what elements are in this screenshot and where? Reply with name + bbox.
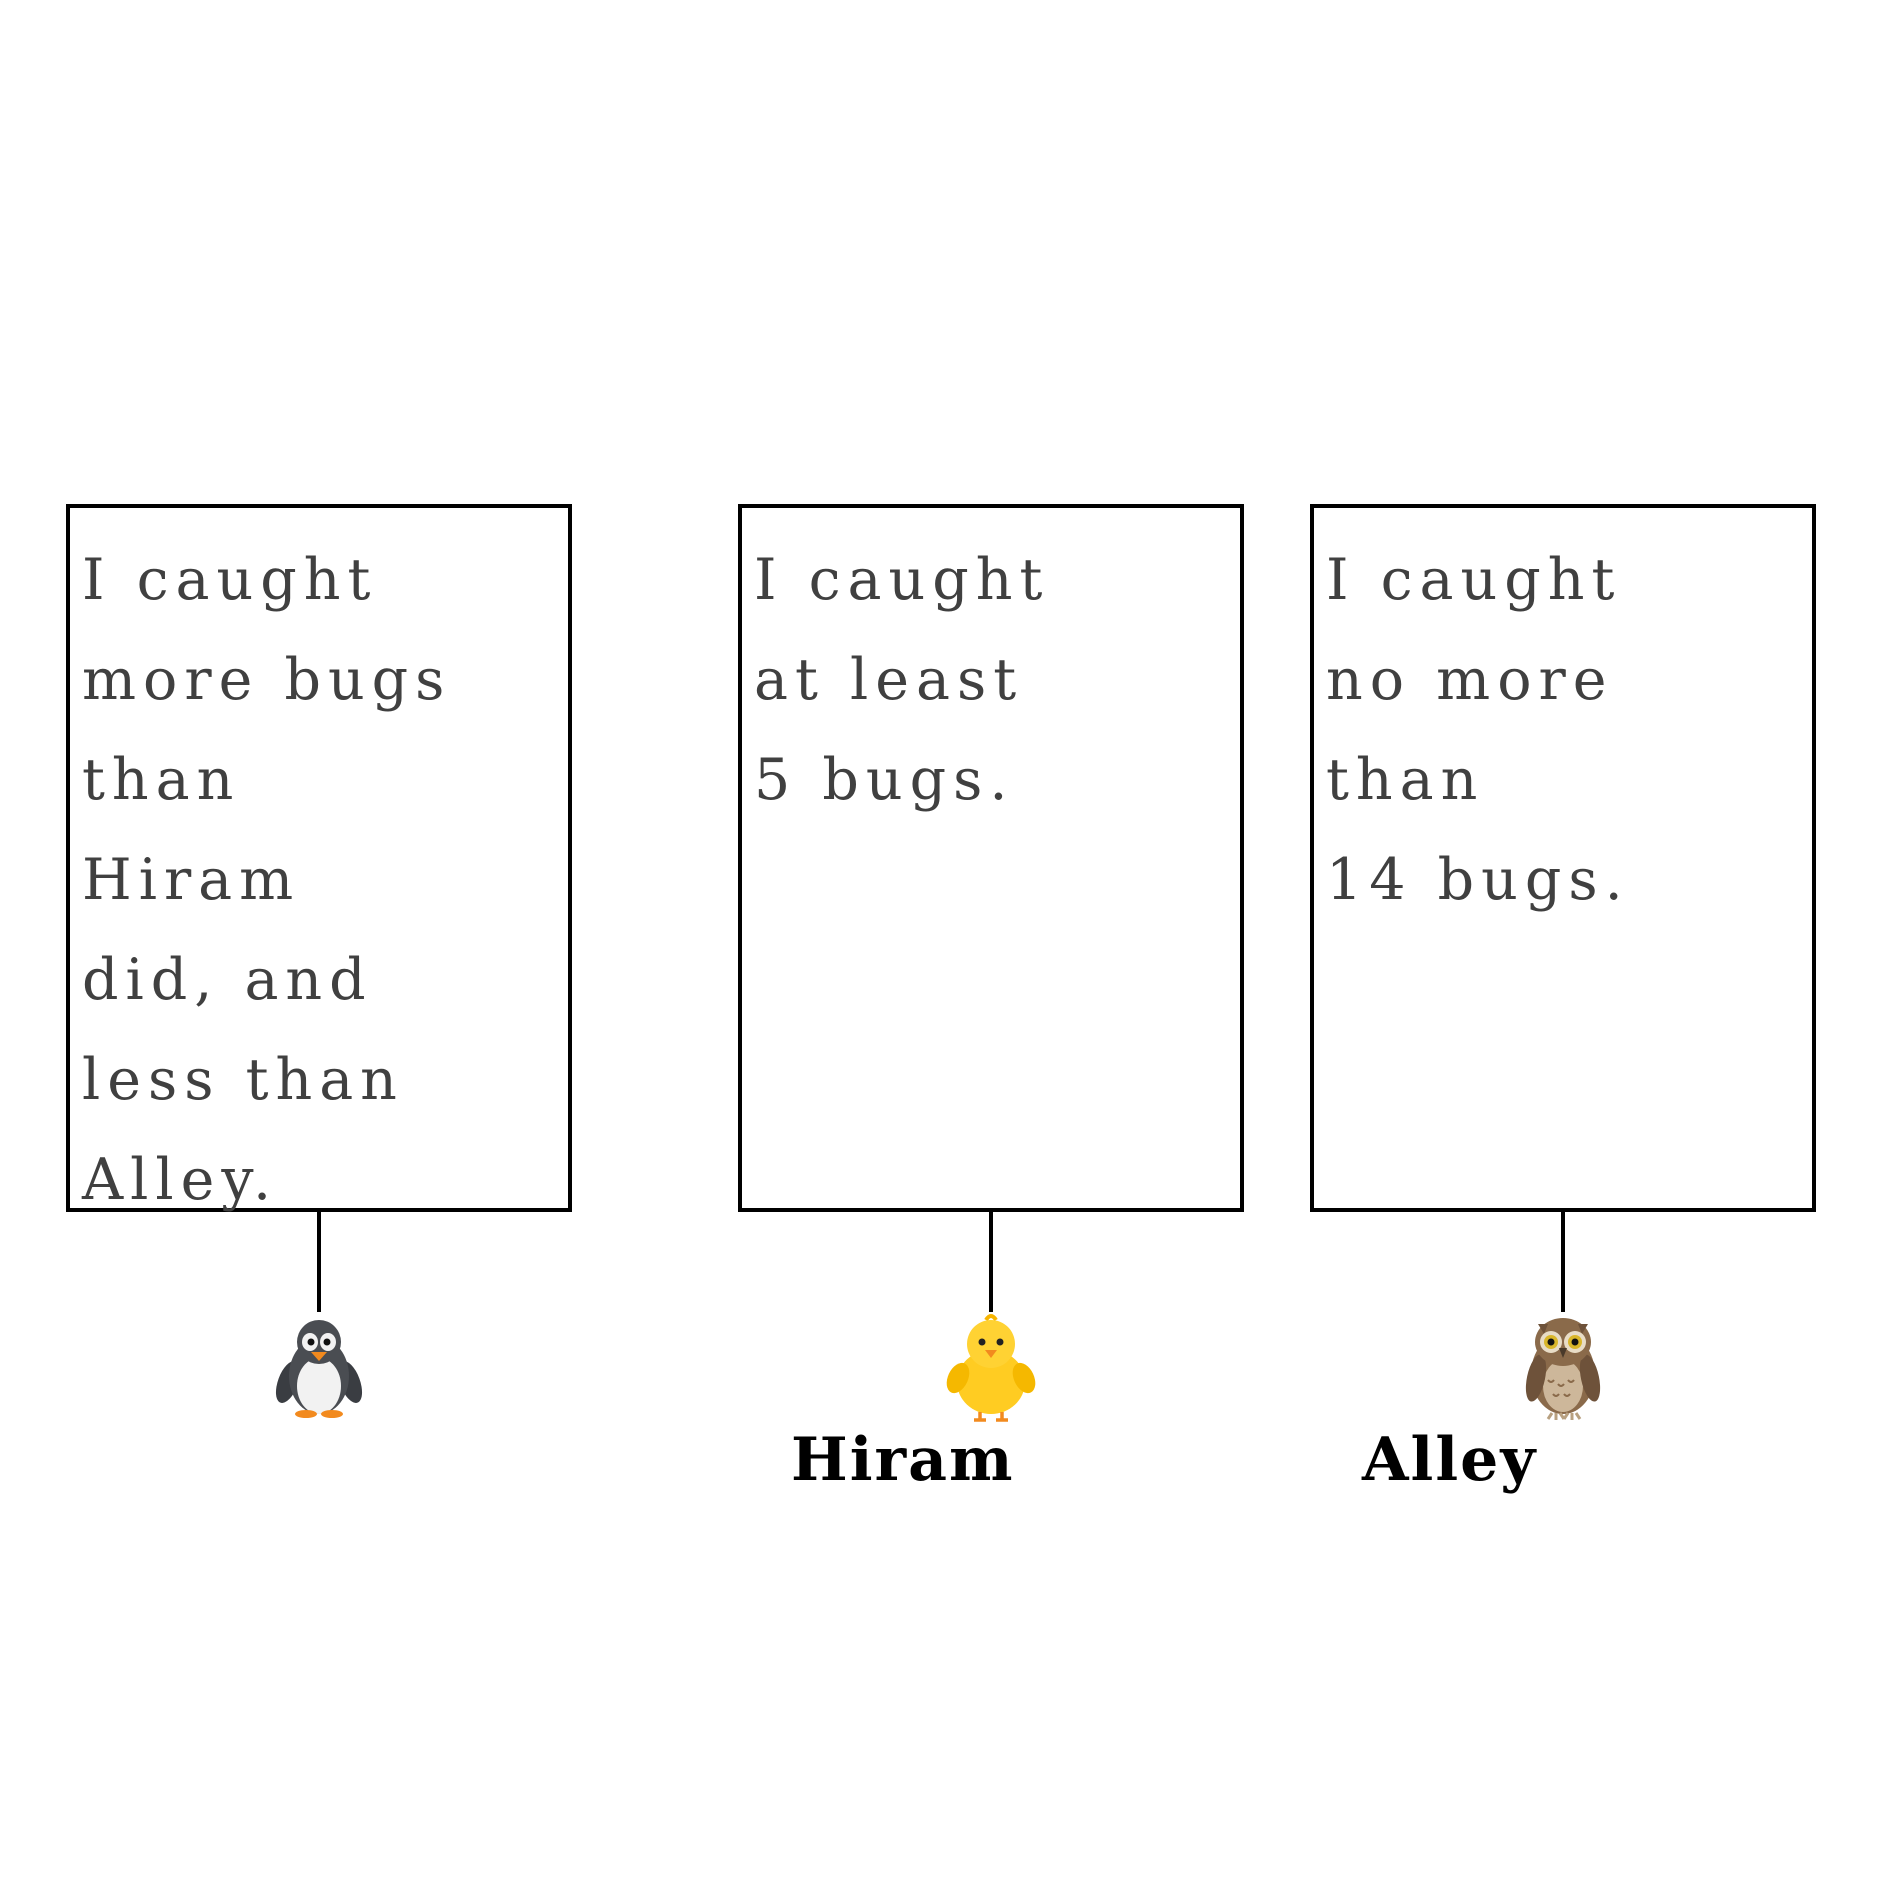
- penguin-icon: [275, 1320, 363, 1418]
- speech-box-penguin: I caught more bugs than Hiram did, and l…: [66, 504, 572, 1213]
- speech-line: 5 bugs.: [754, 747, 1015, 813]
- speech-line: Hiram: [82, 847, 301, 913]
- speech-line: I caught: [1326, 547, 1622, 613]
- speech-box-hiram: I caught at least 5 bugs.: [738, 504, 1244, 1212]
- speech-box-alley: I caught no more than 14 bugs.: [1310, 504, 1816, 1212]
- speech-line: no more: [1326, 647, 1614, 713]
- speech-text-hiram: I caught at least 5 bugs.: [754, 530, 1049, 830]
- speech-connector-hiram: [989, 1212, 993, 1312]
- chick-icon: [946, 1314, 1036, 1422]
- speech-line: I caught: [754, 547, 1050, 613]
- speech-line: did, and: [82, 947, 373, 1013]
- speech-text-alley: I caught no more than 14 bugs.: [1326, 530, 1630, 930]
- speech-line: 14 bugs.: [1326, 847, 1630, 913]
- speech-line: than: [1326, 747, 1485, 813]
- owl-icon: [1525, 1318, 1601, 1420]
- speech-connector-alley: [1561, 1212, 1565, 1312]
- speech-line: at least: [754, 647, 1024, 713]
- speech-line: more bugs: [82, 647, 452, 713]
- character-name-alley: Alley: [1362, 1425, 1538, 1495]
- speech-text-penguin: I caught more bugs than Hiram did, and l…: [82, 530, 451, 1230]
- speech-line: I caught: [82, 547, 378, 613]
- speech-connector-penguin: [317, 1212, 321, 1312]
- speech-line: Alley.: [82, 1147, 279, 1213]
- speech-line: than: [82, 747, 241, 813]
- character-name-hiram: Hiram: [791, 1425, 1015, 1495]
- speech-line: less than: [82, 1047, 404, 1113]
